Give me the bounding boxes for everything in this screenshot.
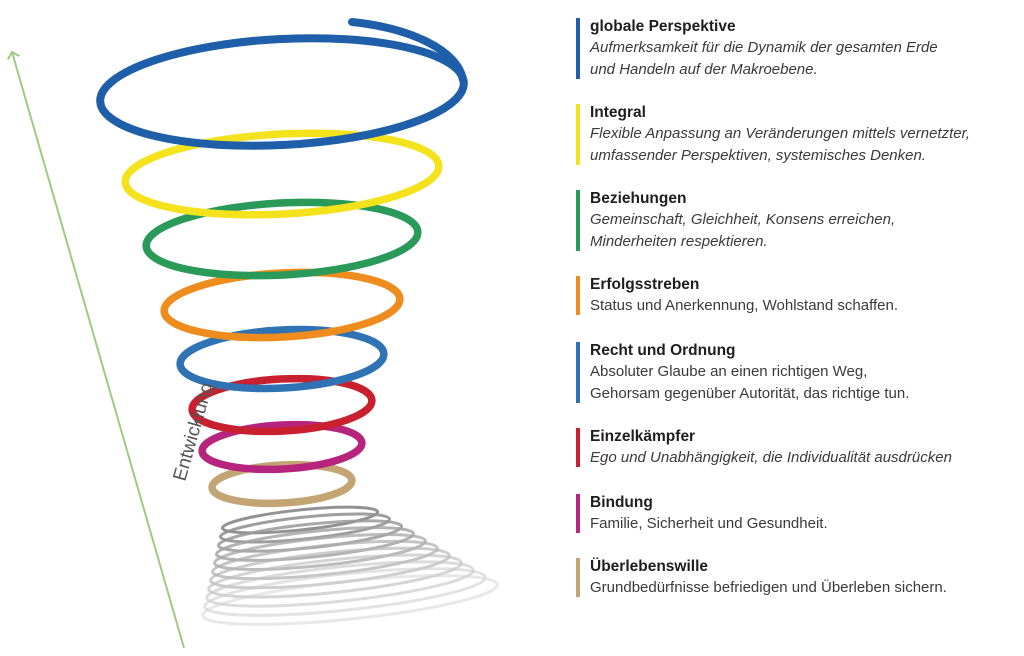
- legend-description: Status und Anerkennung, Wohlstand schaff…: [590, 297, 898, 314]
- legend-title: Recht und Ordnung: [590, 342, 736, 359]
- legend-description: Familie, Sicherheit und Gesundheit.: [590, 515, 828, 532]
- legend-description: Aufmerksamkeit für die Dynamik der gesam…: [590, 39, 938, 56]
- legend-description: Ego und Unabhängigkeit, die Individualit…: [590, 449, 952, 466]
- legend-color-bar: [576, 428, 580, 467]
- legend-description: Flexible Anpassung an Veränderungen mitt…: [590, 125, 970, 142]
- legend-description: Grundbedürfnisse befriedigen und Überleb…: [590, 579, 947, 596]
- shadow-coil: [207, 553, 463, 599]
- legend-title: Einzelkämpfer: [590, 428, 696, 445]
- legend-description: Gemeinschaft, Gleichheit, Konsens erreic…: [590, 211, 896, 228]
- spiral-coil-recht: [176, 325, 388, 393]
- legend-title: Bindung: [590, 494, 653, 511]
- legend-title: Integral: [590, 104, 646, 121]
- spiral-shadow: [201, 505, 499, 626]
- spiral-coil-einzel: [188, 374, 376, 436]
- legend-color-bar: [576, 494, 580, 533]
- legend-color-bar: [576, 342, 580, 403]
- legend-description: und Handeln auf der Makroebene.: [590, 61, 818, 78]
- development-label: Entwicklung: [170, 380, 218, 483]
- legend-description: umfassender Perspektiven, systemisches D…: [590, 147, 926, 164]
- spiral-coil-bindung: [198, 420, 366, 474]
- legend-title: globale Perspektive: [590, 18, 736, 35]
- shadow-coil: [213, 533, 427, 571]
- legend-title: Erfolgsstreben: [590, 276, 700, 293]
- spiral-coils: [96, 18, 468, 508]
- legend-color-bar: [576, 558, 580, 597]
- legend-color-bar: [576, 190, 580, 251]
- legend-color-bar: [576, 18, 580, 79]
- legend-description: Minderheiten respektieren.: [590, 233, 768, 250]
- spiral-coil-ueberleben: [208, 460, 356, 508]
- development-arrow: [7, 50, 185, 649]
- shadow-coil: [220, 505, 380, 535]
- spiral-top-hook: [348, 18, 467, 84]
- legend-description: Absoluter Glaube an einen richtigen Weg,: [590, 363, 868, 380]
- legend-description: Gehorsam gegenüber Autorität, das richti…: [590, 385, 910, 402]
- shadow-coil: [215, 526, 415, 562]
- legend-title: Überlebenswille: [590, 558, 709, 575]
- legend-color-bar: [576, 276, 580, 315]
- shadow-coil: [201, 574, 499, 626]
- legend-title: Beziehungen: [590, 190, 687, 207]
- spiral-coil-integral: [121, 129, 443, 219]
- spiral-coil-beziehungen: [142, 198, 422, 280]
- legend-color-bar: [576, 104, 580, 165]
- spiral-diagram: Entwicklung: [7, 18, 499, 649]
